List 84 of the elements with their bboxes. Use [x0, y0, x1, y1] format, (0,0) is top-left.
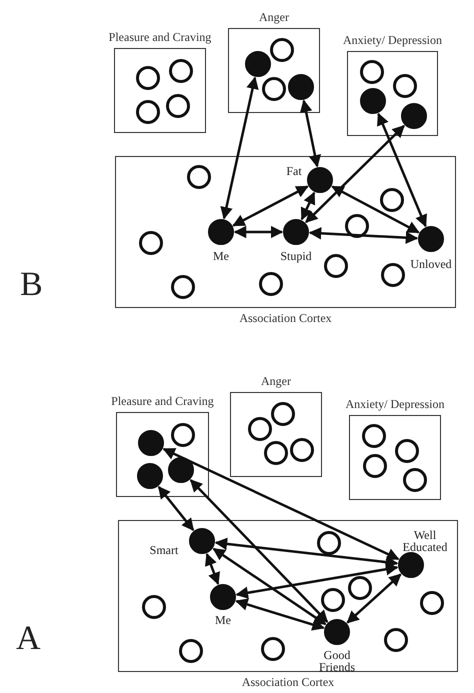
neuron-circle [317, 531, 341, 555]
region-label: Anxiety/ Depression [342, 34, 443, 47]
neuron-dot [138, 430, 164, 456]
arrow [236, 563, 398, 599]
node-label: Well Educated [402, 529, 448, 553]
neuron-circle [248, 417, 272, 441]
region-label: Pleasure and Craving [110, 395, 215, 408]
neuron-circle [348, 576, 372, 600]
arrow [220, 76, 259, 220]
region-label: Anger [260, 375, 292, 388]
neuron-circle [261, 637, 285, 661]
neuron-circle [270, 38, 294, 62]
neuron-dot [189, 528, 215, 554]
node-label: Good Friends [318, 649, 356, 673]
arrow [377, 112, 427, 228]
arrow [205, 552, 220, 586]
neuron-circle [290, 438, 314, 462]
neuron-circle [166, 94, 190, 118]
region-label: Anxiety/ Depression [344, 398, 446, 411]
neuron-circle [262, 77, 286, 101]
neuron-circle [179, 639, 203, 663]
arrow [158, 486, 194, 532]
arrow [212, 548, 326, 626]
node-label: Me [213, 250, 229, 262]
neuron-dot [324, 619, 350, 645]
neuron-dot [360, 88, 386, 114]
neuron-circle [324, 254, 348, 278]
neuron-dot [208, 219, 234, 245]
neuron-dot [288, 74, 314, 100]
neuron-dot [418, 226, 444, 252]
neuron-circle [171, 275, 195, 299]
arrow [331, 185, 420, 234]
neuron-circle [384, 628, 408, 652]
arrow [308, 227, 418, 244]
neuron-dot [283, 219, 309, 245]
node-label: Unloved [410, 258, 452, 270]
neuron-circle [171, 423, 195, 447]
arrow [300, 100, 322, 168]
arrow [214, 538, 398, 568]
neuron-dot [398, 552, 424, 578]
neuron-circle [136, 66, 160, 90]
neuron-circle [403, 468, 427, 492]
arrow [346, 573, 402, 624]
neuron-circle [381, 263, 405, 287]
arrow [232, 185, 309, 227]
node-label: Me [215, 614, 231, 626]
neuron-circle [264, 441, 288, 465]
neuron-dot [307, 167, 333, 193]
neuron-circle [393, 74, 417, 98]
panel-letter: B [20, 268, 43, 302]
node-label: Smart [150, 544, 178, 556]
arrow [162, 448, 400, 560]
node-label: Fat [286, 165, 302, 177]
neuron-dot [168, 457, 194, 483]
neuron-circle [362, 424, 386, 448]
neuron-circle [139, 231, 163, 255]
arrow [235, 598, 325, 631]
panel-letter: A [16, 622, 41, 656]
neuron-circle [142, 595, 166, 619]
neuron-circle [380, 188, 404, 212]
neuron-circle [271, 402, 295, 426]
region-label: Pleasure and Craving [108, 31, 212, 44]
neuron-circle [187, 165, 211, 189]
neuron-circle [169, 59, 193, 83]
neuron-dot [210, 584, 236, 610]
arrow [190, 479, 328, 623]
neuron-circle [360, 60, 384, 84]
neuron-circle [259, 272, 283, 296]
region-label: Association Cortex [238, 312, 333, 325]
neuron-circle [395, 439, 419, 463]
neuron-circle [136, 100, 160, 124]
arrow [305, 124, 405, 224]
neuron-circle [345, 214, 369, 238]
arrow [300, 192, 316, 220]
neuron-circle [420, 591, 444, 615]
neuron-dot [401, 103, 427, 129]
region-label: Association Cortex [240, 676, 336, 689]
region-label: Anger [258, 11, 290, 24]
node-label: Stupid [280, 250, 312, 262]
neuron-circle [321, 588, 345, 612]
neuron-dot [245, 51, 271, 77]
neuron-circle [363, 454, 387, 478]
neuron-dot [137, 463, 163, 489]
arrow [234, 226, 284, 238]
